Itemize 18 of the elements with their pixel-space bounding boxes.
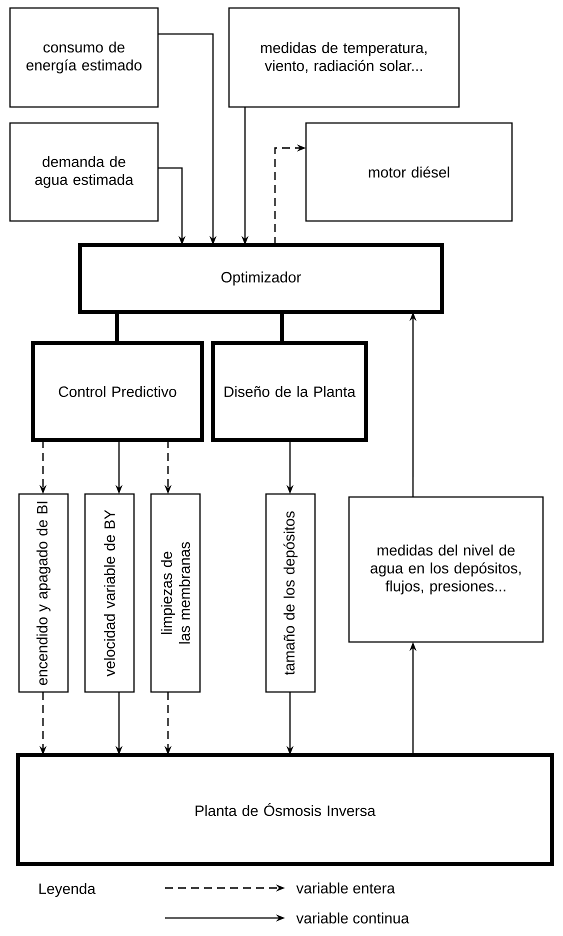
measurement-box: medidas del nivel de agua en los depósitos, flujos, presiones... [348, 496, 544, 643]
legend-text: variable entera [296, 882, 396, 894]
module-box: Control Predictivo [31, 341, 204, 442]
connector-line [115, 312, 119, 343]
variable-box: encendido y apagado de BI [18, 493, 69, 693]
connector-line [280, 312, 284, 343]
legend-text: variable continua [296, 912, 410, 924]
output-box: motor diésel [305, 122, 513, 222]
input-box: consumo de energía estimado [9, 7, 159, 108]
plant-box: Planta de Ósmosis Inversa [16, 753, 554, 866]
legend-title: Leyenda [39, 883, 96, 897]
optimizer-box: Optimizador [78, 243, 444, 314]
variable-box: velocidad variable de BY [84, 493, 135, 693]
variable-box: tamaño de los depósitos [265, 493, 316, 693]
input-box: demanda de agua estimada [9, 122, 159, 222]
input-box: medidas de temperatura, viento, radiación solar... [228, 7, 460, 108]
variable-box: limpiezas de las membranas [150, 493, 201, 693]
module-box: Diseño de la Planta [211, 341, 368, 442]
